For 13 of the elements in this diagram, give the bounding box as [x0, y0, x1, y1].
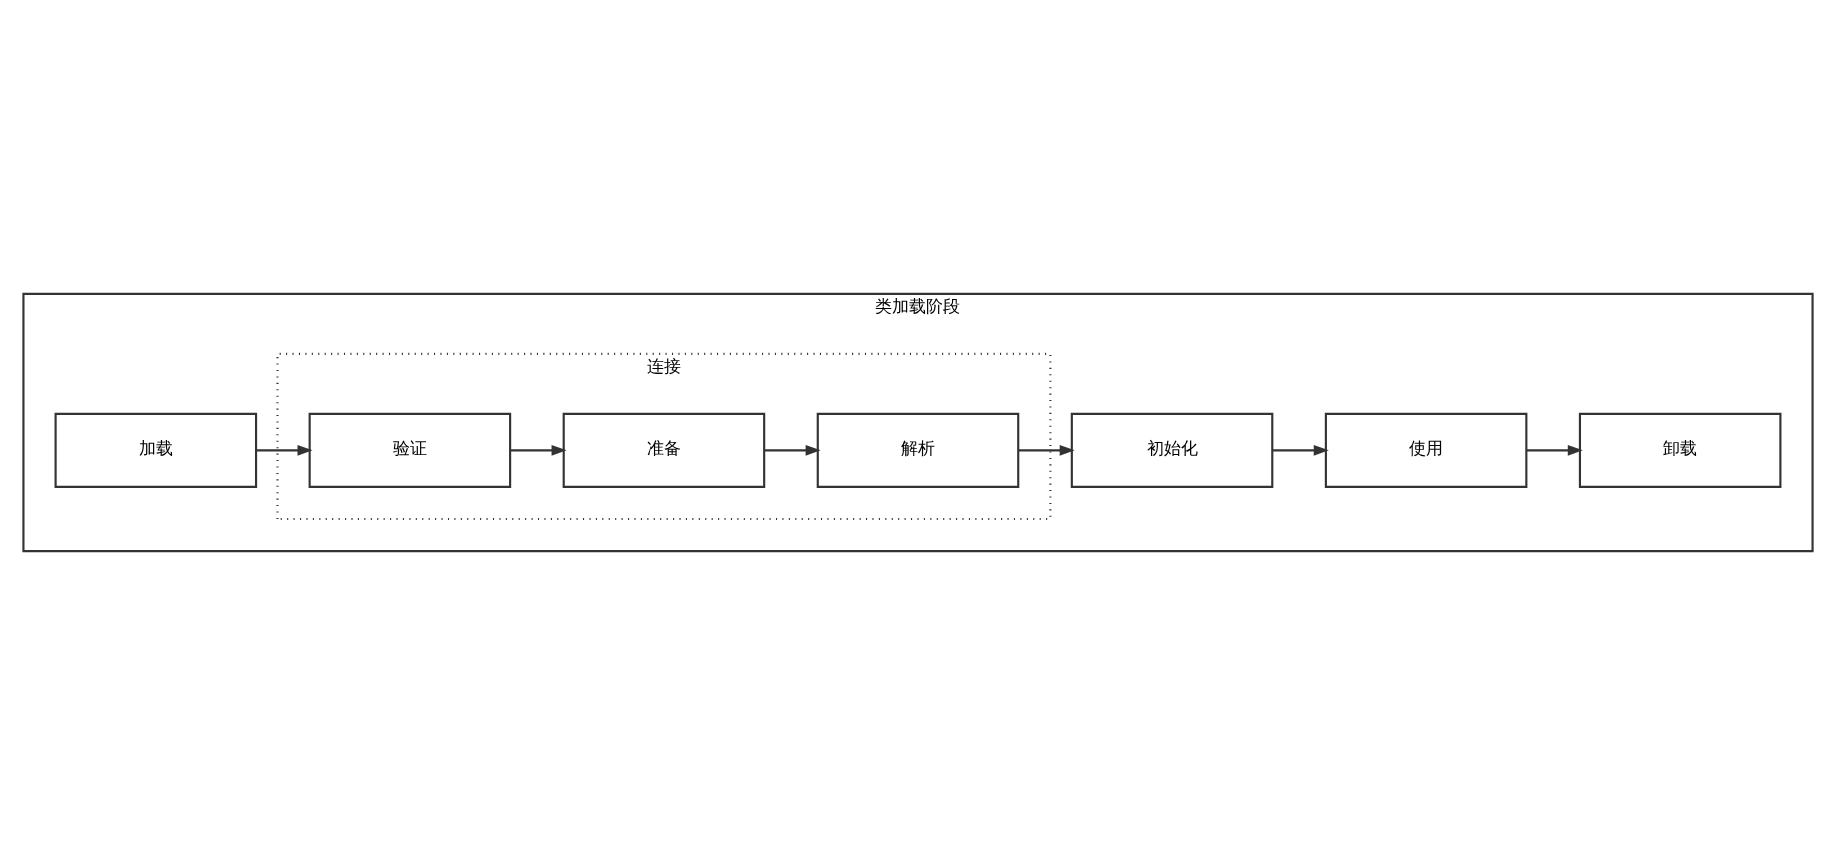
node-box: 使用: [1324, 412, 1528, 488]
node-box: 解析: [816, 412, 1020, 488]
node-box: 初始化: [1070, 412, 1274, 488]
arrow: [764, 444, 821, 456]
arrow: [1272, 444, 1329, 456]
node-box: 验证: [308, 412, 512, 488]
arrow: [1018, 444, 1075, 456]
node-box: 加载: [54, 412, 258, 488]
node-box: 准备: [562, 412, 766, 488]
arrow: [1526, 444, 1583, 456]
arrow: [256, 444, 313, 456]
arrow: [510, 444, 567, 456]
node-box: 卸载: [1578, 412, 1782, 488]
